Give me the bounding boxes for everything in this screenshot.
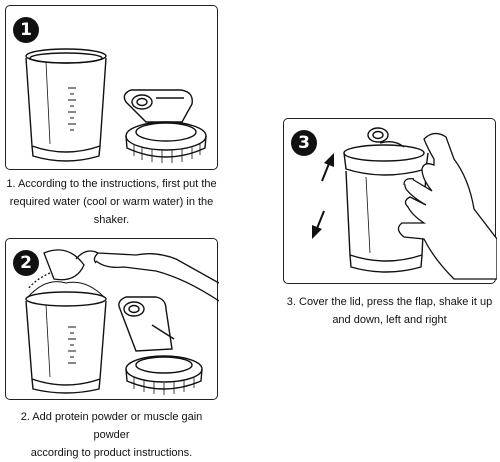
step-2-caption: 2. Add protein powder or muscle gain pow… xyxy=(5,408,218,462)
step-1-illustration xyxy=(25,48,207,163)
caption-line: according to product instructions. xyxy=(30,447,193,459)
shaker-lid xyxy=(123,89,207,163)
powder-scoop xyxy=(27,249,85,290)
hand-icon xyxy=(397,132,497,280)
step-1-panel: 1 xyxy=(5,5,218,170)
step-3-illustration xyxy=(312,127,497,280)
shaker-cup xyxy=(25,281,107,394)
step-3-badge: 3 xyxy=(291,130,317,156)
step-2-badge: 2 xyxy=(13,250,39,276)
measurement-ticks xyxy=(68,87,76,131)
caption-line: shaker. xyxy=(93,214,130,226)
step-1-caption: 1. According to the instructions, first … xyxy=(5,175,218,229)
caption-line: 3. Cover the lid, press the flap, shake … xyxy=(286,296,493,308)
caption-line: required water (cool or warm water) in t… xyxy=(9,196,214,208)
step-3-caption: 3. Cover the lid, press the flap, shake … xyxy=(283,293,496,329)
caption-line: 1. According to the instructions, first … xyxy=(6,178,217,190)
arrow-up-icon xyxy=(321,153,334,182)
shaker-cup xyxy=(25,48,107,162)
caption-line: 2. Add protein powder or muscle gain pow… xyxy=(20,411,203,441)
shaker-lid xyxy=(118,296,203,395)
caption-line: and down, left and right xyxy=(332,314,447,326)
step-1-badge: 1 xyxy=(13,17,39,43)
step-2-panel: 2 xyxy=(5,238,219,400)
hand-icon xyxy=(75,250,219,302)
step-3-panel: 3 xyxy=(283,118,497,284)
step-2-illustration xyxy=(25,249,219,395)
arrow-down-icon xyxy=(312,210,325,239)
measurement-ticks xyxy=(68,326,76,364)
